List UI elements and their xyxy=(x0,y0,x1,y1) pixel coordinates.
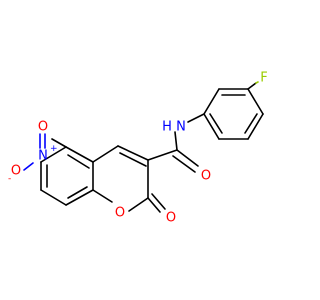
nitro-o-top-label: O xyxy=(38,120,48,135)
pyranone-ring xyxy=(92,145,166,213)
nitro-o-minus-label: O xyxy=(11,164,21,179)
amide-carbonyl-bond-b xyxy=(172,155,196,173)
ring-n-bond xyxy=(187,113,205,123)
lactone-carbonyl-o-label: O xyxy=(166,211,176,226)
amide-h-label: H xyxy=(162,120,172,135)
nitro-n-o-single xyxy=(23,162,34,171)
fluorine-label: F xyxy=(260,71,267,86)
fluorophenyl-ring xyxy=(203,88,264,140)
lactone-ring-o-label: O xyxy=(115,206,125,221)
carbonyl-c3-bond xyxy=(147,149,178,161)
molecule-structure: F N H O O O N + O O - xyxy=(8,71,268,226)
c-f-bond-end xyxy=(255,81,259,84)
c-f-bond xyxy=(247,82,257,90)
amide-o-label: O xyxy=(201,169,211,184)
amide-n-label: N xyxy=(176,120,186,135)
nitro-n-label: N xyxy=(38,149,48,164)
nitro-o-minus-charge: - xyxy=(8,174,11,184)
amide-carbonyl-bond-a xyxy=(176,149,199,167)
n-carbonyl-bond xyxy=(174,131,178,151)
c-nitro-bond-main xyxy=(51,138,67,148)
nitro-n-charge: + xyxy=(50,144,58,154)
benzo-ring xyxy=(40,146,94,206)
